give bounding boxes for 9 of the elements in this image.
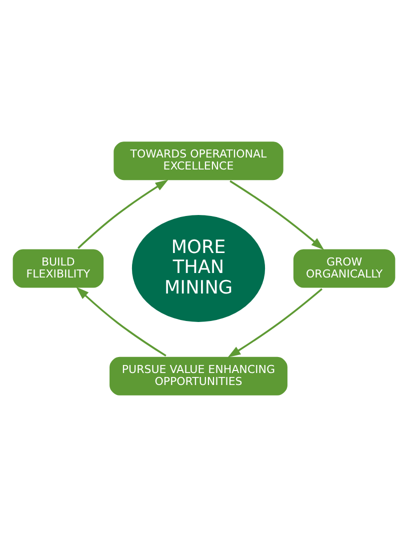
node-box: TOWARDS OPERATIONAL EXCELLENCE: [112, 140, 286, 182]
node-box: GROW ORGANICALLY: [292, 247, 398, 290]
arrow: [76, 286, 166, 357]
arrow: [230, 180, 324, 250]
node-box: BUILD FLEXIBILITY: [10, 247, 106, 290]
node-ellipse: MORE THAN MINING: [130, 213, 267, 324]
arrow: [78, 180, 168, 249]
node-box: PURSUE VALUE ENHANCING OPPORTUNITIES: [108, 355, 290, 398]
arrow: [228, 288, 322, 358]
